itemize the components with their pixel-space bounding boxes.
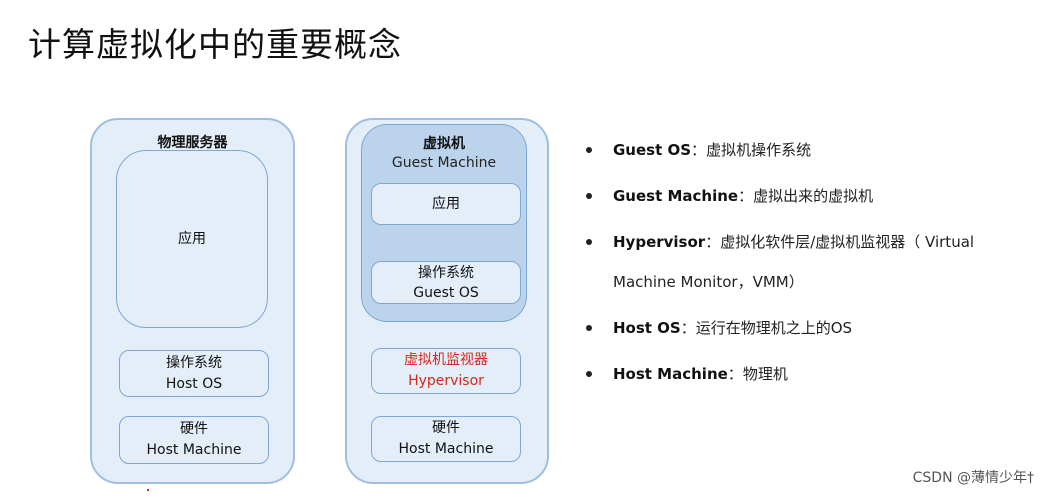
- watermark: CSDN @薄情少年†: [912, 470, 1034, 486]
- stray-mark: [147, 489, 149, 491]
- host-os-box: 操作系统 Host OS: [119, 350, 269, 397]
- host-os-label-en: Host OS: [165, 375, 223, 392]
- bullet-dot-icon: [586, 147, 592, 153]
- guest-machine-box: 虚拟机 Guest Machine 应用 操作系统 Guest OS: [361, 124, 527, 322]
- concept-separator: ：: [727, 365, 743, 383]
- list-item: Host Machine：物理机: [584, 354, 1034, 394]
- guest-app-box: 应用: [371, 183, 521, 225]
- concept-desc: 虚拟出来的虚拟机: [753, 187, 874, 205]
- concept-term: Guest OS: [613, 141, 692, 159]
- concept-desc-continued: Machine Monitor，VMM）: [613, 273, 804, 291]
- virtual-server-panel: 虚拟机 Guest Machine 应用 操作系统 Guest OS 虚拟机监视…: [345, 118, 549, 484]
- concept-term: Host Machine: [613, 365, 728, 383]
- host-os-label-cn: 操作系统: [166, 354, 222, 371]
- guest-machine-subtitle: Guest Machine: [391, 155, 497, 171]
- physical-app-label: 应用: [178, 230, 206, 247]
- concept-desc: 运行在物理机之上的OS: [695, 319, 853, 337]
- concept-term: Guest Machine: [613, 187, 739, 205]
- list-item: Host OS：运行在物理机之上的OS: [584, 308, 1034, 348]
- concept-desc: 虚拟机操作系统: [706, 141, 812, 159]
- hypervisor-box: 虚拟机监视器 Hypervisor: [371, 348, 521, 394]
- bullet-dot-icon: [586, 371, 592, 377]
- concept-term: Hypervisor: [613, 233, 706, 251]
- list-item: Guest OS：虚拟机操作系统: [584, 130, 1034, 170]
- list-item: Guest Machine：虚拟出来的虚拟机: [584, 176, 1034, 216]
- concept-term: Host OS: [613, 319, 681, 337]
- physical-server-panel: 物理服务器 应用 操作系统 Host OS 硬件 Host Machine: [90, 118, 295, 484]
- hypervisor-label-cn: 虚拟机监视器: [404, 352, 488, 368]
- concept-separator: ：: [680, 319, 696, 337]
- virtual-hardware-box: 硬件 Host Machine: [371, 416, 521, 462]
- guest-machine-header: 虚拟机 Guest Machine: [362, 135, 526, 173]
- guest-os-box: 操作系统 Guest OS: [371, 261, 521, 304]
- hypervisor-label-en: Hypervisor: [408, 373, 484, 389]
- physical-hardware-label-cn: 硬件: [180, 421, 208, 437]
- physical-server-title: 物理服务器: [157, 135, 228, 151]
- concept-separator: ：: [738, 187, 754, 205]
- page-title: 计算虚拟化中的重要概念: [28, 25, 402, 64]
- virtual-hardware-label-cn: 硬件: [432, 420, 460, 436]
- physical-app-box: 应用: [116, 150, 268, 328]
- physical-hardware-box: 硬件 Host Machine: [119, 416, 269, 464]
- physical-hardware-label-en: Host Machine: [146, 442, 242, 458]
- bullet-dot-icon: [586, 325, 592, 331]
- guest-machine-title: 虚拟机: [423, 136, 465, 152]
- concept-desc: 物理机: [742, 365, 788, 383]
- concept-separator: ：: [691, 141, 707, 159]
- list-item: Hypervisor：虚拟化软件层/虚拟机监视器（ Virtual Machin…: [584, 222, 1034, 302]
- virtual-hardware-label-en: Host Machine: [398, 441, 494, 457]
- concept-separator: ：: [705, 233, 721, 251]
- concept-desc: 虚拟化软件层/虚拟机监视器（ Virtual: [720, 233, 975, 251]
- guest-app-label: 应用: [432, 195, 460, 212]
- guest-os-label-en: Guest OS: [413, 284, 479, 301]
- bullet-dot-icon: [586, 239, 592, 245]
- guest-os-label-cn: 操作系统: [418, 264, 474, 281]
- concept-list: Guest OS：虚拟机操作系统 Guest Machine：虚拟出来的虚拟机 …: [584, 130, 1034, 400]
- bullet-dot-icon: [586, 193, 592, 199]
